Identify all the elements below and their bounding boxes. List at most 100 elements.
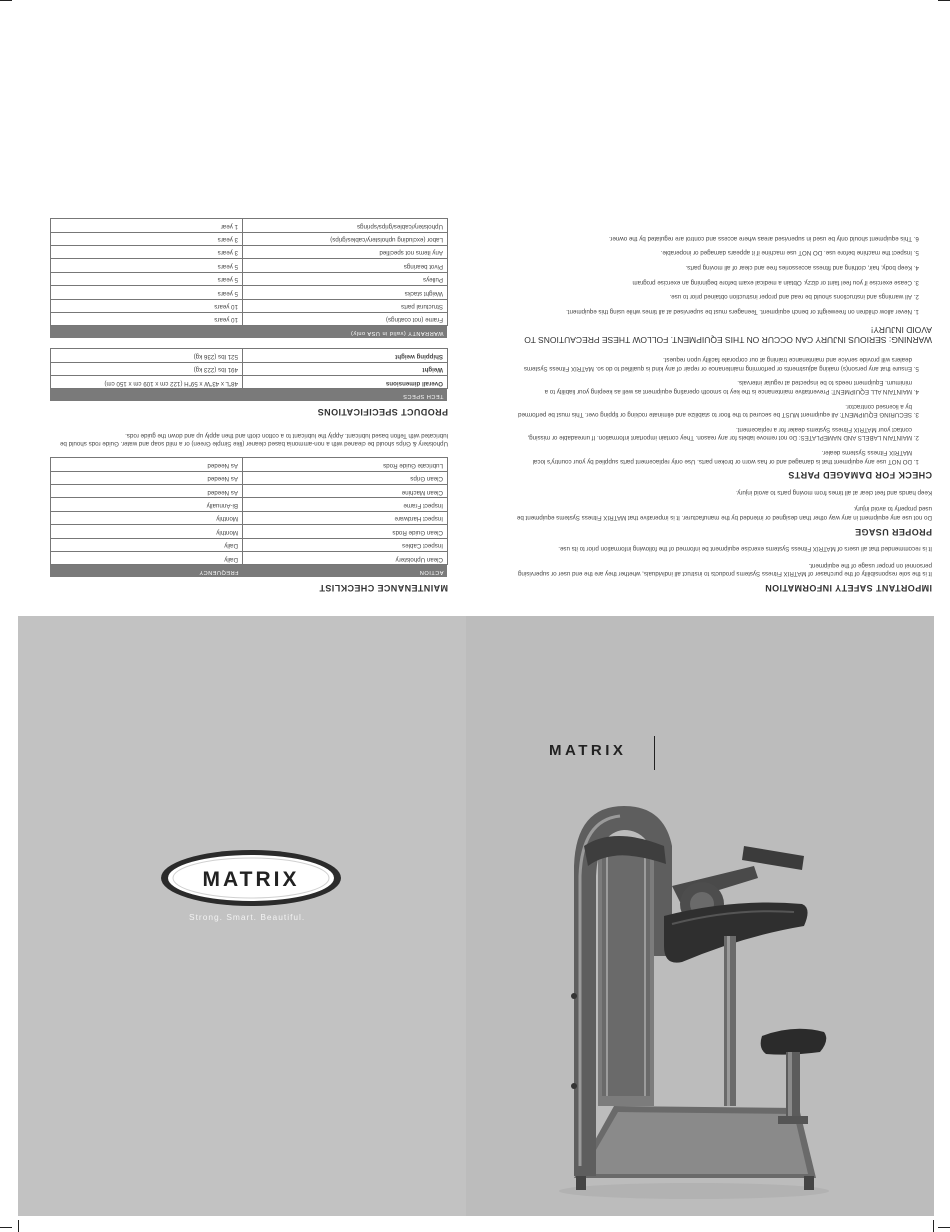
column-header: ACTION: [242, 564, 448, 578]
table-cell: Upholstery/cables/grips/springs: [242, 218, 448, 233]
proper-usage-title: PROPER USAGE: [854, 526, 932, 537]
list-item: Cease exercise if you feel faint or dizz…: [517, 277, 913, 286]
safety-column: IMPORTANT SAFETY INFORMATION It is the s…: [516, 223, 932, 593]
list-item: SECURING EQUIPMENT: All equipment MUST b…: [517, 401, 912, 419]
crop-mark: [0, 0, 12, 1]
matrix-oval-logo: MATRIX: [159, 848, 343, 958]
table-cell: As Needed: [50, 484, 243, 498]
list-item: MAINTAIN ALL EQUIPMENT: Preventative mai…: [517, 378, 912, 396]
table-cell: Clean Guide Rods: [242, 524, 448, 539]
specs-title: PRODUCT SPECIFICATIONS: [317, 407, 448, 418]
table-cell: Monthly: [50, 524, 243, 539]
column-header: WARRANTY (valid in USA only): [50, 325, 448, 339]
table-cell: As Needed: [50, 471, 243, 485]
table-cell: Daily: [50, 551, 243, 565]
column-header: FREQUENCY: [50, 564, 243, 578]
column-header: TECH SPECS: [50, 389, 448, 402]
tagline: Strong. Smart. Beautiful.: [189, 912, 306, 922]
table-cell: Any items not specified: [242, 245, 448, 259]
table-cell: Inspect Frame: [242, 497, 448, 512]
back-cover-panel: MATRIX Strong. Smart. Beautiful.: [18, 616, 466, 1216]
table-cell: Structural parts: [242, 299, 448, 313]
brand-wordmark: MATRIX: [549, 742, 627, 759]
table-cell: Inspect Hardware: [242, 511, 448, 525]
table-cell: 5 years: [50, 272, 243, 286]
proper-usage-text-2: Keep hands and feet clear at all times f…: [736, 488, 932, 496]
rotated-content: IMPORTANT SAFETY INFORMATION It is the s…: [0, 0, 950, 616]
table-cell: Pivot bearings: [242, 258, 448, 273]
warning-list: Never allow children on freeweight or be…: [517, 233, 932, 315]
warranty-table: WARRANTY (valid in USA only) Frame (not …: [50, 218, 448, 339]
safety-intro-1: It is the sole responsibility of the pur…: [518, 561, 932, 578]
table-row: Frame (not coatings)10 years: [50, 312, 448, 326]
table-cell: Labor (excluding upholstery/cables/grips…: [242, 232, 448, 246]
brand-divider: [654, 736, 656, 770]
logo-text: MATRIX: [203, 868, 300, 891]
table-cell: 48"L x 43"W x 59"H (122 cm x 109 cm x 15…: [50, 375, 243, 389]
table-cell: Shipping weight: [242, 348, 448, 363]
list-item: All warnings and instructions should be …: [517, 292, 913, 300]
list-item: Never allow children on freeweight or be…: [517, 306, 912, 315]
crop-mark: [933, 1220, 934, 1232]
table-cell: 521 lbs (236 kg): [50, 348, 243, 363]
table-cell: Overall dimensions: [242, 375, 448, 389]
list-item: This equipment should only be used in su…: [517, 233, 912, 242]
table-cell: 491 lbs (223 kg): [50, 362, 243, 376]
table-header-row: TECH SPECS: [50, 389, 448, 402]
crop-mark: [0, 1227, 12, 1228]
table-cell: 1 year: [50, 218, 243, 233]
table-cell: Weight stacks: [242, 285, 448, 300]
table-header-row: ACTION FREQUENCY: [50, 564, 448, 578]
crop-mark: [18, 1220, 19, 1232]
table-cell: Daily: [50, 538, 243, 552]
crop-mark: [938, 1227, 950, 1228]
table-cell: 5 years: [50, 258, 243, 273]
table-cell: 10 years: [50, 299, 243, 313]
list-item: Keep body, hair, clothing and fitness ac…: [517, 262, 912, 271]
table-cell: Clean Machine: [242, 484, 448, 498]
table-cell: Bi-Annually: [50, 497, 243, 512]
safety-intro-2: It is recommended that all users of MATR…: [558, 545, 932, 553]
table-header-row: WARRANTY (valid in USA only): [50, 325, 448, 339]
list-item: MAINTAIN LABELS AND NAMEPLATES: Do not r…: [517, 424, 912, 442]
specs-column: MAINTENANCE CHECKLIST ACTION FREQUENCY C…: [48, 208, 448, 593]
table-cell: Clean Grips: [242, 471, 448, 485]
proper-usage-text-1: Do not use any equipment in any way othe…: [516, 505, 932, 522]
back-panels-upside-down: IMPORTANT SAFETY INFORMATION It is the s…: [0, 0, 950, 616]
table-cell: Clean Upholstery: [242, 551, 448, 565]
warning-title: WARNING: SERIOUS INJURY CAN OCCUR ON THI…: [524, 324, 932, 345]
list-item: Inspect the machine before use. DO NOT u…: [517, 248, 912, 256]
table-cell: Inspect Cables: [242, 538, 448, 552]
crop-mark: [938, 0, 950, 1]
table-cell: 10 years: [50, 312, 243, 326]
table-cell: Monthly: [50, 511, 243, 525]
logo-oval-graphic: MATRIX: [161, 850, 341, 906]
list-item: Ensure that any person(s) making adjustm…: [517, 355, 912, 372]
table-cell: 5 years: [50, 285, 243, 300]
table-cell: Weight: [242, 362, 448, 376]
front-cover-panel: MATRIX: [466, 616, 934, 1216]
table-cell: As Needed: [50, 457, 243, 472]
table-cell: Frame (not coatings): [242, 312, 448, 326]
table-cell: Lubricate Guide Rods: [242, 457, 448, 472]
table-cell: Pulleys: [242, 272, 448, 286]
table-row: Labor (excluding upholstery/cables/grips…: [50, 232, 448, 246]
damaged-parts-title: CHECK FOR DAMAGED PARTS: [787, 470, 932, 481]
